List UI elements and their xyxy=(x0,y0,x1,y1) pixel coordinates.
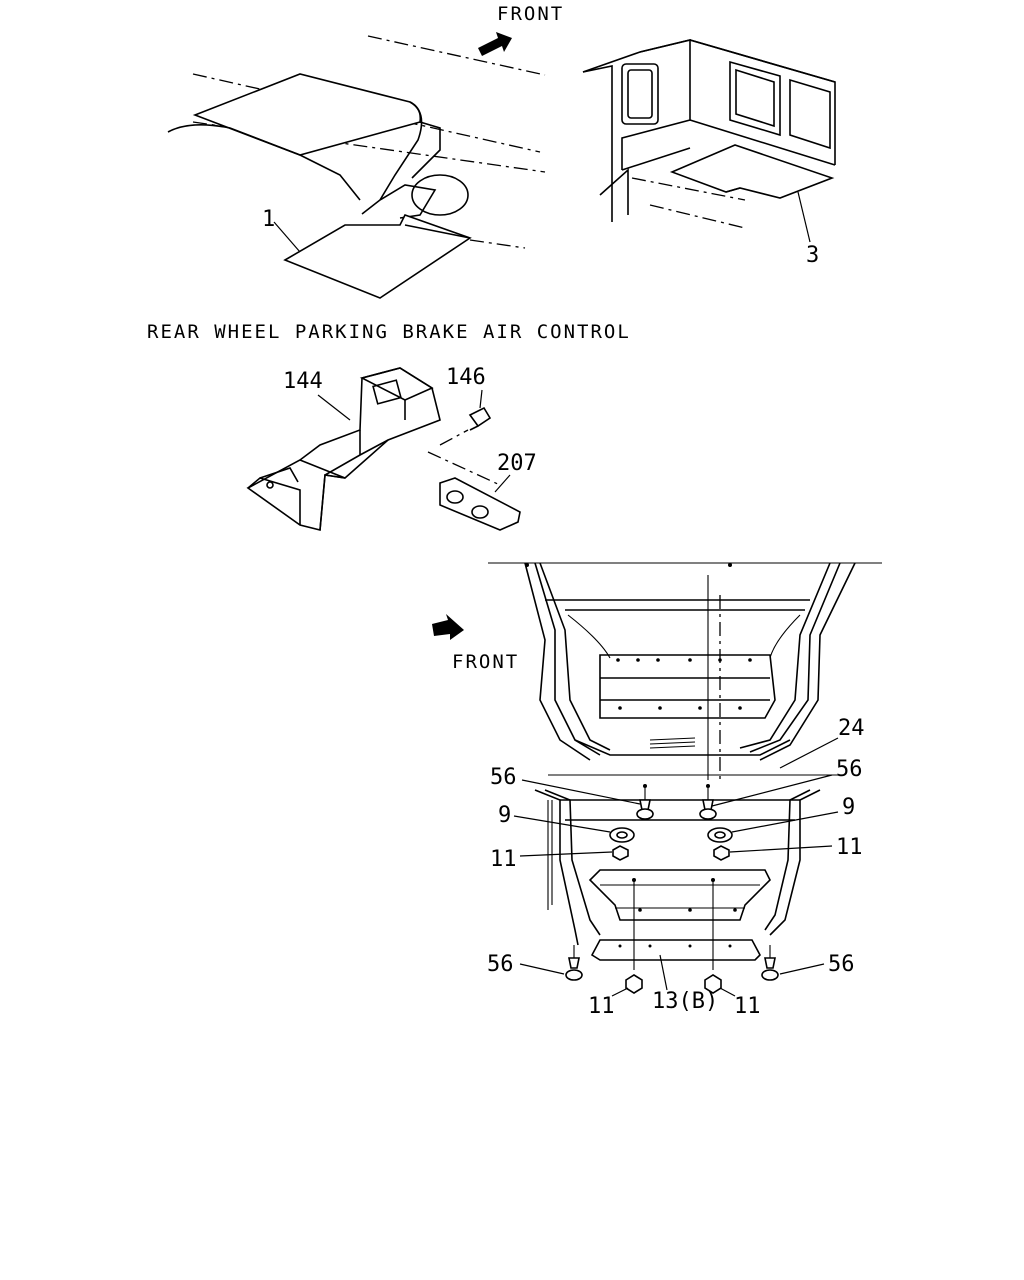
floor-mat-left-drawing xyxy=(167,35,546,299)
section-heading: REAR WHEEL PARKING BRAKE AIR CONTROL xyxy=(147,321,631,343)
callout-1: 1 xyxy=(262,207,275,232)
callout-146: 146 xyxy=(446,365,486,390)
callout-13b: 13(B) xyxy=(652,989,718,1014)
floor-panel-assembly-drawing xyxy=(488,562,882,970)
fastener-56-lower-right-icon xyxy=(761,945,779,981)
brake-control-cover-drawing xyxy=(246,367,521,532)
washer-9-right-icon xyxy=(707,827,733,843)
front-arrow-lower-icon xyxy=(432,614,464,640)
front-label-top: FRONT xyxy=(497,3,564,25)
callout-11-upper-left: 11 xyxy=(490,847,517,872)
callout-207: 207 xyxy=(497,451,537,476)
fastener-56-lower-left-icon xyxy=(565,945,583,981)
fastener-56-upper-right-icon xyxy=(699,788,717,820)
callout-9-left: 9 xyxy=(498,803,511,828)
callout-11-upper-right: 11 xyxy=(836,835,863,860)
nut-11-lower-left-icon xyxy=(625,974,643,994)
callout-56-lower-right: 56 xyxy=(828,952,855,977)
callout-11-lower-right: 11 xyxy=(734,994,761,1019)
front-arrow-top-icon xyxy=(478,32,512,56)
callout-56-upper-right: 56 xyxy=(836,757,863,782)
fastener-56-upper-left-icon xyxy=(636,788,654,820)
callout-144: 144 xyxy=(283,369,323,394)
callout-11-lower-left: 11 xyxy=(588,994,615,1019)
callout-56-upper-left: 56 xyxy=(490,765,517,790)
washer-9-left-icon xyxy=(609,827,635,843)
nut-11-upper-right-icon xyxy=(713,845,730,861)
callout-9-right: 9 xyxy=(842,795,855,820)
front-label-lower: FRONT xyxy=(452,651,519,673)
floor-mat-right-drawing xyxy=(582,38,836,243)
callout-3: 3 xyxy=(806,243,819,268)
callout-24: 24 xyxy=(838,716,865,741)
callout-56-lower-left: 56 xyxy=(487,952,514,977)
nut-11-upper-left-icon xyxy=(612,845,629,861)
leader-lines xyxy=(513,737,839,997)
